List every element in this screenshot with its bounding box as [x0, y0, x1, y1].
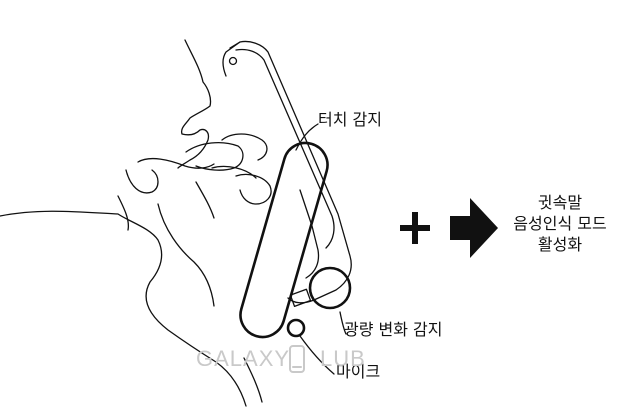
- watermark: GALAXY LUB: [196, 346, 366, 372]
- mic-label: 마이크: [336, 362, 381, 381]
- forearm: [0, 203, 263, 407]
- mic-region: [286, 318, 306, 338]
- result-line-3: 활성화: [537, 235, 583, 254]
- watermark-right-text: LUB: [320, 346, 366, 371]
- plus-icon: [400, 212, 430, 244]
- right-arrow-icon: [450, 198, 498, 258]
- light-change-detect-label: 광량 변화 감지: [344, 320, 443, 339]
- light-leader-line: [339, 311, 347, 335]
- watermark-phone-icon: [289, 345, 305, 373]
- touch-detect-label: 터치 감지: [318, 110, 382, 129]
- touch-region: [239, 141, 329, 339]
- result-line-2: 음성인식 모드: [513, 214, 607, 233]
- phone: [222, 40, 352, 308]
- face-profile: [177, 39, 212, 169]
- touch-leader-line: [295, 123, 319, 151]
- hand-fingers: [117, 133, 272, 231]
- watermark-left-text: GALAXY: [196, 346, 291, 371]
- light-sensor-region: [308, 266, 352, 310]
- mic-leader-line: [299, 335, 335, 375]
- result-text: 귓속말 음성인식 모드 활성화: [498, 192, 622, 255]
- result-line-1: 귓속말: [537, 193, 583, 212]
